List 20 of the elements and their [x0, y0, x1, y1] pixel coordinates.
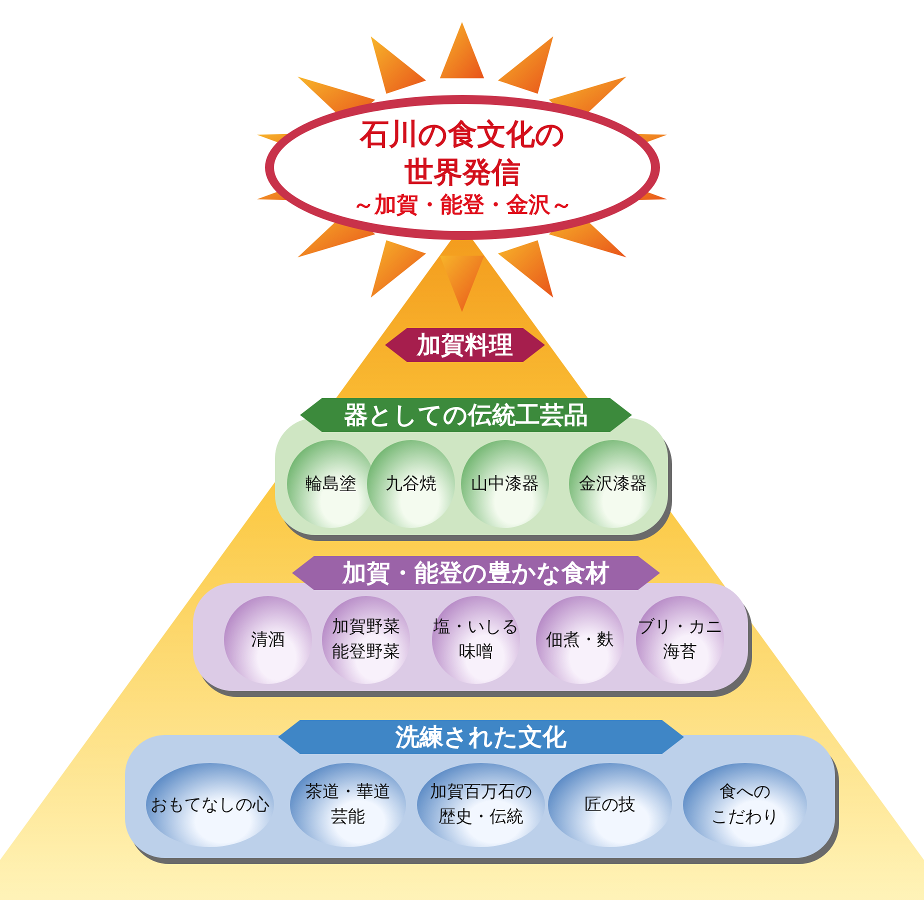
item-label: おもてなしの心	[150, 794, 270, 816]
item-label: 匠の技	[584, 794, 636, 816]
heading-banner: 加賀料理	[385, 328, 545, 362]
heading-banner: 器としての伝統工芸品	[300, 398, 632, 432]
heading-banner: 加賀・能登の豊かな食材	[292, 556, 660, 590]
item-label: ブリ・カニ海苔	[638, 616, 722, 664]
item-label: 塩・いしる味噌	[434, 616, 518, 664]
item-label: 清酒	[251, 628, 285, 652]
subtitle: ～加賀・能登・金沢～	[352, 192, 572, 220]
item-label: 輪島塗	[306, 472, 356, 496]
item-label: 金沢漆器	[579, 472, 647, 496]
item-label: 加賀野菜能登野菜	[332, 616, 400, 664]
item-label: 食へのこだわり	[711, 781, 779, 829]
heading-banner: 洗練された文化	[278, 720, 684, 754]
heading: 石川の食文化の世界発信	[360, 116, 565, 190]
item-label: 佃煮・麩	[546, 628, 614, 652]
item-label: 茶道・華道芸能	[306, 781, 390, 829]
item-label: 山中漆器	[471, 472, 539, 496]
item-label: 加賀百万石の歴史・伝統	[430, 781, 532, 829]
item-label: 九谷焼	[386, 472, 436, 496]
